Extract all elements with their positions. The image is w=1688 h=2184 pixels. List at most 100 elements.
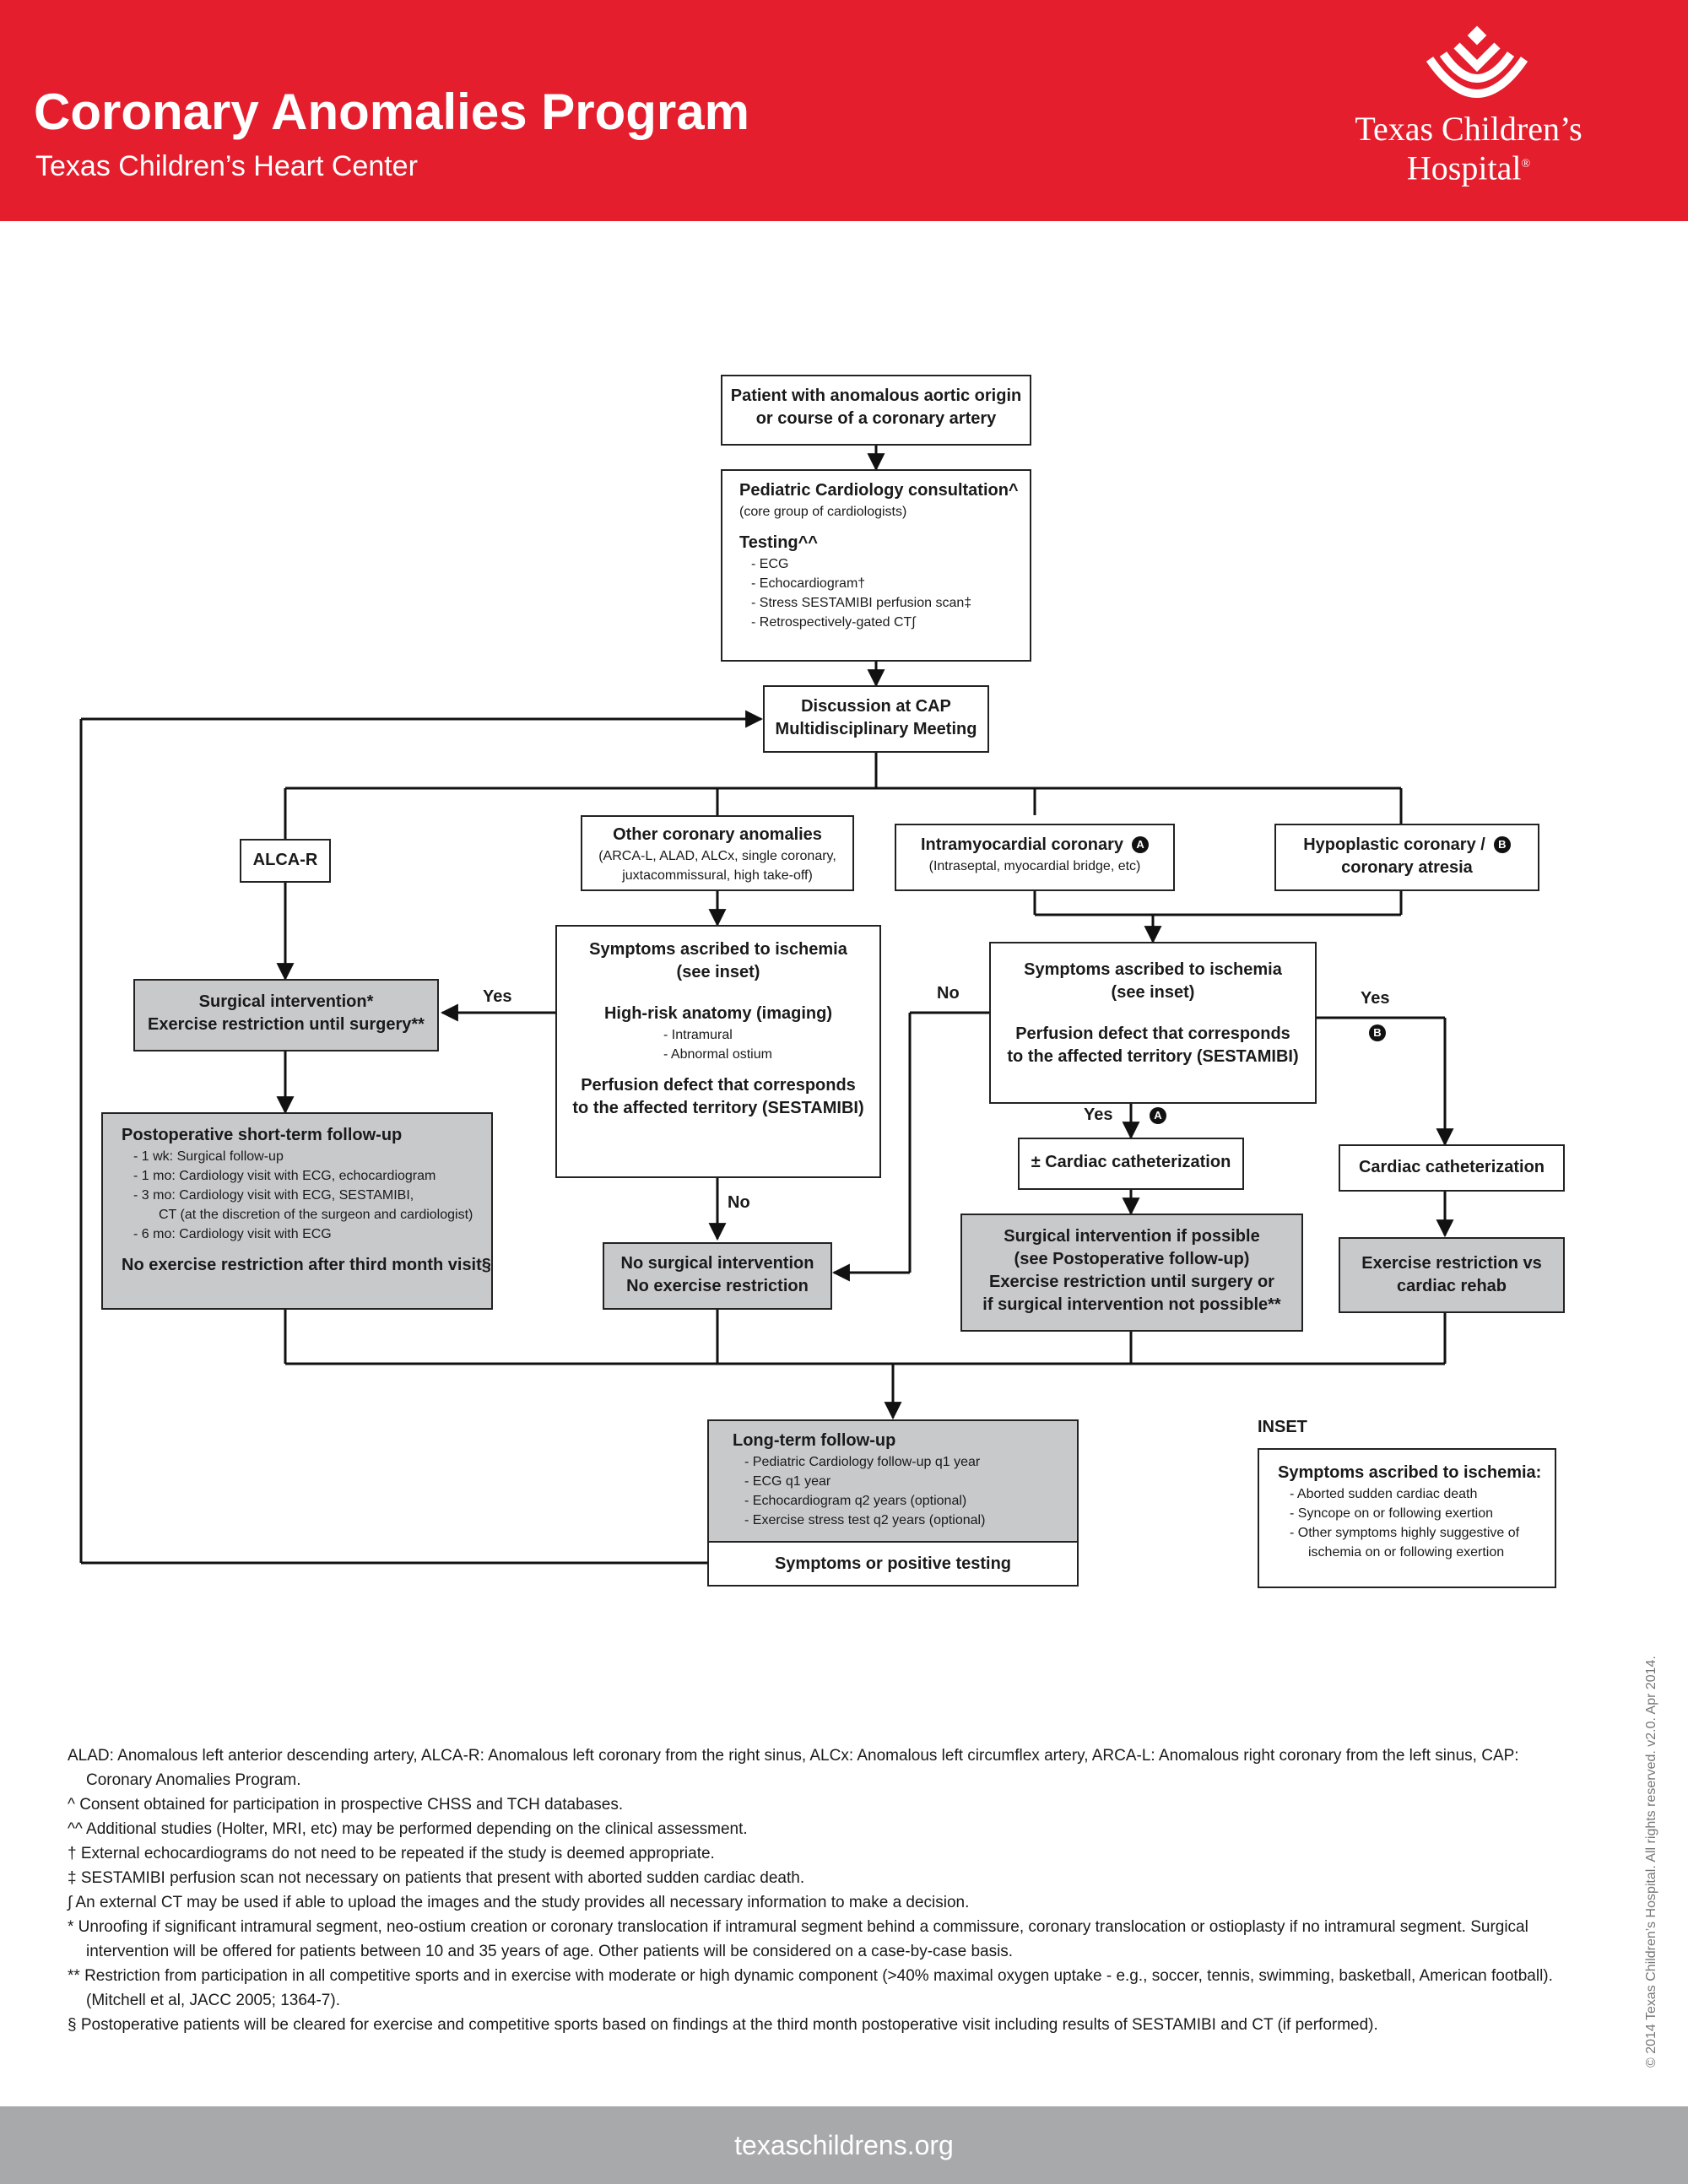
footnotes: ALAD: Anomalous left anterior descending… — [68, 1743, 1578, 2037]
surgery-if-possible-line-1: Surgical intervention if possible — [1004, 1227, 1260, 1246]
hospital-logo-icon — [1426, 25, 1528, 98]
intramyocardial-note: (Intraseptal, myocardial bridge, etc) — [928, 859, 1141, 873]
inset-heading: INSET — [1258, 1418, 1307, 1436]
surgery-if-possible-line-2: (see Postoperative follow-up) — [1014, 1250, 1250, 1268]
footnote: * Unroofing if significant intramural se… — [68, 1918, 1528, 1960]
cath-optional-label: ± Cardiac catheterization — [1031, 1153, 1231, 1171]
inset-box: Symptoms ascribed to ischemia: - Aborted… — [1258, 1448, 1556, 1588]
badge-b: B — [1493, 836, 1511, 853]
program-subtitle: Texas Children’s Heart Center — [35, 150, 418, 182]
copyright-notice: © 2014 Texas Children’s Hospital. All ri… — [1644, 1656, 1658, 2068]
symptoms-positive-testing: Symptoms or positive testing — [774, 1554, 1012, 1573]
postop-item: - 6 mo: Cardiology visit with ECG — [133, 1227, 332, 1241]
yes-label-down: Yes — [1084, 1106, 1113, 1124]
hypoplastic-line-1: Hypoplastic coronary / — [1303, 835, 1485, 854]
no-surgical-line-1: No surgical intervention — [620, 1254, 814, 1273]
footnote: ∫ An external CT may be used if able to … — [68, 1894, 970, 1911]
hospital-logo-text: Texas Children’s Hospital® — [1300, 111, 1637, 186]
risk-item: - Intramural — [663, 1028, 733, 1042]
inset-item: - Aborted sudden cardiac death — [1290, 1487, 1478, 1501]
symptoms-mid-box: Symptoms ascribed to ischemia (see inset… — [555, 925, 881, 1178]
footer-bar: texaschildrens.org — [0, 2106, 1688, 2184]
longterm-item: - ECG q1 year — [744, 1474, 831, 1489]
postop-title: Postoperative short-term follow-up — [122, 1126, 403, 1144]
footnote: § Postoperative patients will be cleared… — [68, 2016, 1378, 2034]
footnote: ALAD: Anomalous left anterior descending… — [68, 1747, 1519, 1789]
postop-item: CT (at the discretion of the surgeon and… — [159, 1208, 473, 1222]
symptoms-mid-line-2: (see inset) — [676, 963, 760, 981]
hypoplastic-box: Hypoplastic coronary / B coronary atresia — [1274, 824, 1539, 891]
discussion-line-2: Multidisciplinary Meeting — [775, 720, 977, 738]
postop-item: - 1 mo: Cardiology visit with ECG, echoc… — [133, 1169, 436, 1183]
website-link[interactable]: texaschildrens.org — [734, 2130, 954, 2160]
symptoms-right-line-2: (see inset) — [1111, 983, 1195, 1002]
cath-box: Cardiac catheterization — [1339, 1144, 1565, 1192]
symptoms-right-box: Symptoms ascribed to ischemia (see inset… — [989, 942, 1317, 1104]
inset-item: - Syncope on or following exertion — [1290, 1506, 1494, 1521]
no-label-right: No — [937, 984, 960, 1003]
footnote: ^ Consent obtained for participation in … — [68, 1796, 624, 1814]
surgery-if-possible-line-4: if surgical intervention not possible** — [982, 1295, 1281, 1314]
high-risk-anatomy: High-risk anatomy (imaging) — [603, 1004, 833, 1023]
yes-label-right: Yes — [1361, 989, 1390, 1008]
longterm-followup-box: Long-term follow-up - Pediatric Cardiolo… — [707, 1419, 1079, 1543]
other-anomalies-note-2: juxtacommissural, high take-off) — [622, 868, 813, 883]
consultation-box: Pediatric Cardiology consultation^ (core… — [721, 469, 1031, 662]
symptoms-right-line-1: Symptoms ascribed to ischemia — [1024, 960, 1282, 979]
start-line-2: or course of a coronary artery — [755, 409, 997, 428]
no-surgical-line-2: No exercise restriction — [626, 1277, 809, 1295]
exercise-line-1: Exercise restriction vs — [1361, 1254, 1542, 1273]
start-box: Patient with anomalous aortic origin or … — [721, 375, 1031, 446]
symptoms-mid-line-4: Perfusion defect that corresponds — [581, 1076, 856, 1095]
symptoms-positive-testing-box: Symptoms or positive testing — [707, 1541, 1079, 1587]
inset-item: ischemia on or following exertion — [1308, 1545, 1505, 1560]
alcar-box: ALCA-R — [240, 839, 331, 883]
footnote: ‡ SESTAMIBI perfusion scan not necessary… — [68, 1869, 805, 1887]
footnote: ** Restriction from participation in all… — [68, 1967, 1553, 2009]
postop-item: - 3 mo: Cardiology visit with ECG, SESTA… — [133, 1188, 414, 1203]
test-item: - Retrospectively-gated CT∫ — [751, 615, 916, 630]
header-banner: Coronary Anomalies Program Texas Childre… — [0, 0, 1688, 221]
logo-line-2: Hospital — [1406, 149, 1522, 187]
inset-item: - Other symptoms highly suggestive of — [1290, 1526, 1520, 1540]
longterm-item: - Exercise stress test q2 years (optiona… — [744, 1513, 986, 1527]
longterm-item: - Echocardiogram q2 years (optional) — [744, 1494, 967, 1508]
exercise-restriction-box: Exercise restriction vs cardiac rehab — [1339, 1237, 1565, 1313]
postop-followup-box: Postoperative short-term follow-up - 1 w… — [101, 1112, 493, 1310]
yes-label-left: Yes — [483, 987, 512, 1006]
postop-item: - 1 wk: Surgical follow-up — [133, 1149, 284, 1164]
symptoms-right-line-4: to the affected territory (SESTAMIBI) — [1007, 1047, 1299, 1066]
start-line-1: Patient with anomalous aortic origin — [730, 387, 1022, 405]
surgical-line-2: Exercise restriction until surgery** — [148, 1015, 425, 1034]
exercise-line-2: cardiac rehab — [1396, 1277, 1507, 1295]
footnote: † External echocardiograms do not need t… — [68, 1845, 715, 1862]
testing-title: Testing^^ — [739, 533, 818, 552]
surgery-if-possible-box: Surgical intervention if possible (see P… — [960, 1214, 1303, 1332]
postop-footer: No exercise restriction after third mont… — [122, 1256, 491, 1274]
consultation-title: Pediatric Cardiology consultation^ — [739, 481, 1019, 500]
symptoms-right-line-3: Perfusion defect that corresponds — [1015, 1024, 1290, 1043]
test-item: - Stress SESTAMIBI perfusion scan‡ — [751, 596, 972, 610]
test-item: - Echocardiogram† — [751, 576, 866, 591]
logo-line-1: Texas Children’s — [1355, 110, 1582, 148]
no-label-mid: No — [728, 1193, 750, 1212]
alcar-label: ALCA-R — [252, 851, 318, 869]
symptoms-mid-line-1: Symptoms ascribed to ischemia — [589, 940, 847, 959]
program-title: Coronary Anomalies Program — [34, 84, 749, 140]
hypoplastic-line-2: coronary atresia — [1341, 858, 1473, 877]
registered-mark: ® — [1521, 158, 1531, 170]
consultation-note: (core group of cardiologists) — [739, 505, 907, 519]
risk-item: - Abnormal ostium — [663, 1047, 772, 1062]
test-item: - ECG — [751, 557, 789, 571]
discussion-box: Discussion at CAP Multidisciplinary Meet… — [763, 685, 989, 753]
badge-b-connector: B — [1369, 1024, 1386, 1041]
discussion-line-1: Discussion at CAP — [801, 697, 951, 716]
intramyocardial-title: Intramyocardial coronary — [920, 835, 1124, 854]
inset-title: Symptoms ascribed to ischemia: — [1278, 1463, 1542, 1482]
longterm-item: - Pediatric Cardiology follow-up q1 year — [744, 1455, 981, 1469]
other-anomalies-note-1: (ARCA-L, ALAD, ALCx, single coronary, — [598, 849, 836, 863]
footnote: ^^ Additional studies (Holter, MRI, etc)… — [68, 1820, 748, 1838]
badge-a-connector: A — [1150, 1107, 1166, 1124]
